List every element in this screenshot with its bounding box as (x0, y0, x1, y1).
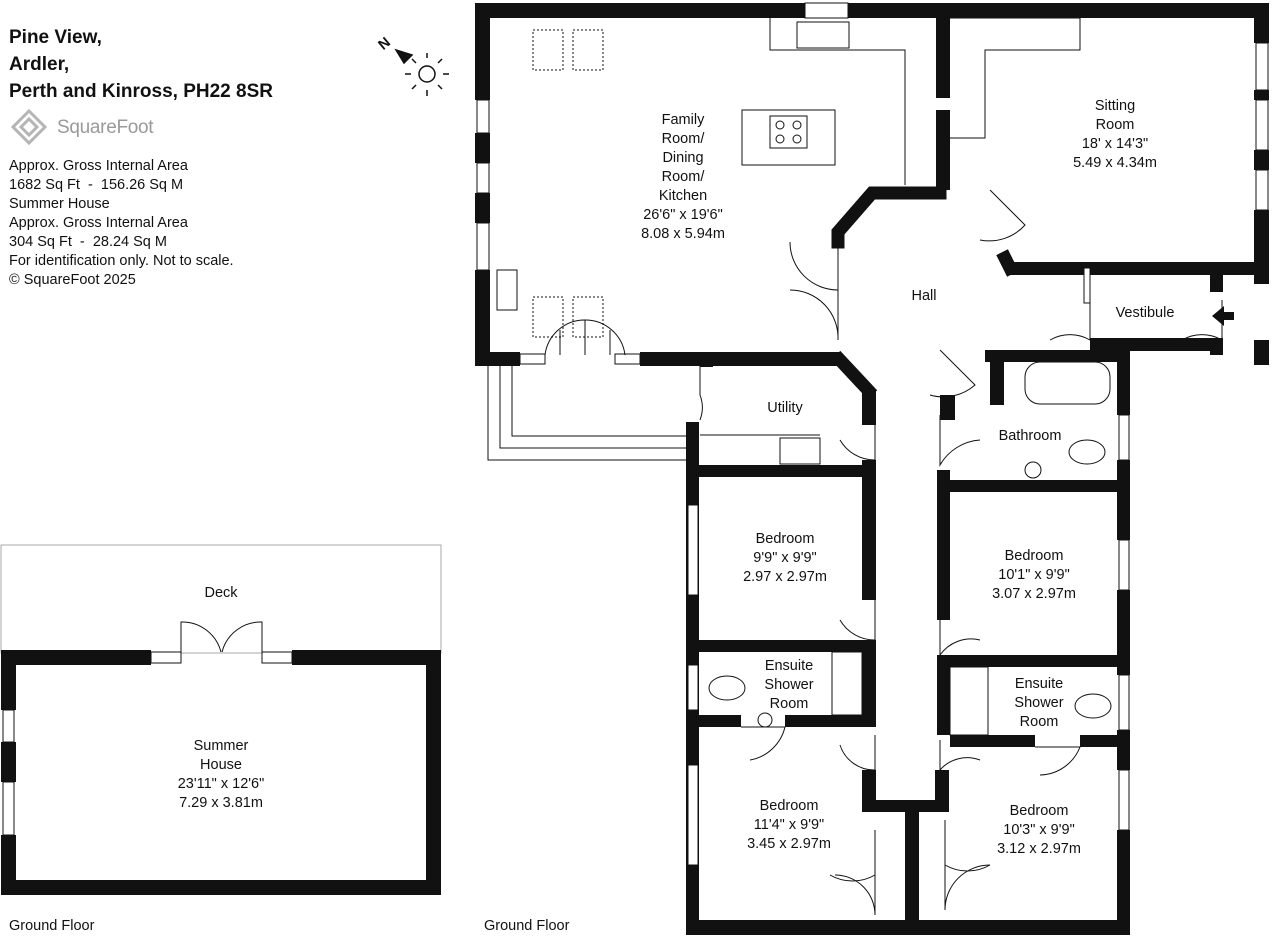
room-sitting-line: Room (1096, 117, 1135, 133)
address-line-2: Ardler, (9, 54, 70, 75)
info-line: Approx. Gross Internal Area (9, 158, 188, 174)
toilet-icon (1074, 693, 1112, 719)
compass-icon (394, 48, 449, 96)
basin-icon (757, 712, 773, 728)
room-ensuite1-line: Room (770, 696, 809, 712)
address-line-1: Pine View, (9, 27, 102, 48)
squarefoot-logo-icon (10, 108, 48, 146)
walls (475, 3, 1269, 935)
property-address: Pine View, Ardler, Perth and Kinross, PH… (9, 24, 273, 105)
room-bedroom2-line: Bedroom (1005, 548, 1064, 564)
room-family-dimensions: 26'6" x 19'6" (643, 207, 723, 223)
kitchen-sink-icon (796, 21, 850, 49)
info-line: 1682 Sq Ft - 156.26 Sq M (9, 177, 184, 193)
room-bedroom2-dimensions: 10'1" x 9'9" (998, 567, 1069, 583)
room-bedroom2-metric: 3.07 x 2.97m (992, 586, 1076, 602)
room-deck: Deck (204, 585, 238, 601)
room-ensuite1-line: Ensuite (765, 658, 813, 674)
floor-label-right: Ground Floor (484, 918, 570, 934)
room-utility: Utility (767, 400, 803, 416)
room-bedroom4-metric: 3.12 x 2.97m (997, 841, 1081, 857)
summer-house-doors (180, 621, 263, 653)
address-line-3: Perth and Kinross, PH22 8SR (9, 81, 273, 102)
toilet-icon (708, 675, 746, 701)
floor-label-left: Ground Floor (9, 918, 95, 934)
room-family-metric: 8.08 x 5.94m (641, 226, 725, 242)
room-bedroom1-metric: 2.97 x 2.97m (743, 569, 827, 585)
kitchen-island-icon (741, 109, 836, 166)
info-line: 304 Sq Ft - 28.24 Sq M (9, 234, 167, 250)
room-ensuite2-line: Room (1020, 714, 1059, 730)
hob-icon (769, 115, 808, 149)
fixtures (487, 17, 1112, 736)
utility-sink-icon (779, 437, 821, 465)
room-summer-line: House (200, 757, 242, 773)
toilet-icon (1068, 439, 1106, 465)
room-sitting-metric: 5.49 x 4.34m (1073, 155, 1157, 171)
brand-name: SquareFoot (57, 117, 154, 138)
info-line: Summer House (9, 196, 110, 212)
info-line: Approx. Gross Internal Area (9, 215, 188, 231)
room-sitting-dimensions: 18' x 14'3" (1082, 136, 1148, 152)
room-family-line: Room/ (662, 131, 706, 147)
room-bedroom1-line: Bedroom (756, 531, 815, 547)
room-vestibule: Vestibule (1116, 305, 1175, 321)
room-summer-metric: 7.29 x 3.81m (179, 795, 263, 811)
info-line: For identification only. Not to scale. (9, 253, 234, 269)
room-sitting-line: Sitting (1095, 98, 1135, 114)
room-labels: Family Room/ Dining Room/ Kitchen 26'6" … (178, 98, 1175, 857)
room-family-line: Dining (662, 150, 703, 166)
room-family-line: Kitchen (659, 188, 707, 204)
shower-tray-icon (831, 651, 863, 716)
room-bedroom4-dimensions: 10'3" x 9'9" (1003, 822, 1074, 838)
room-bedroom3-metric: 3.45 x 2.97m (747, 836, 831, 852)
summer-house (0, 544, 442, 895)
windows (476, 2, 1269, 866)
squarefoot-logo: SquareFoot (9, 108, 189, 147)
basin-icon (1024, 461, 1042, 479)
doors (544, 189, 1223, 916)
room-summer-line: Summer (194, 738, 249, 754)
shower-tray-icon (949, 666, 989, 736)
area-info: Approx. Gross Internal Area 1682 Sq Ft -… (9, 157, 234, 290)
room-ensuite2-line: Shower (1014, 695, 1063, 711)
room-family-line: Room/ (662, 169, 706, 185)
info-line: © SquareFoot 2025 (9, 272, 136, 288)
entrance-arrow-icon (1212, 306, 1234, 326)
room-summer-dimensions: 23'11" x 12'6" (178, 776, 265, 792)
deck-outline (0, 544, 442, 654)
room-bedroom1-dimensions: 9'9" x 9'9" (753, 550, 816, 566)
bath-icon (1024, 361, 1111, 405)
angled-walls (830, 186, 1019, 400)
room-bedroom3-line: Bedroom (760, 798, 819, 814)
room-bedroom4-line: Bedroom (1010, 803, 1069, 819)
room-family-line: Family (662, 112, 705, 128)
room-bedroom3-dimensions: 11'4" x 9'9" (754, 817, 824, 833)
compass-north-label: N (376, 35, 394, 54)
room-ensuite1-line: Shower (764, 677, 813, 693)
room-ensuite2-line: Ensuite (1015, 676, 1063, 692)
room-hall: Hall (912, 288, 937, 304)
room-bathroom: Bathroom (999, 428, 1062, 444)
